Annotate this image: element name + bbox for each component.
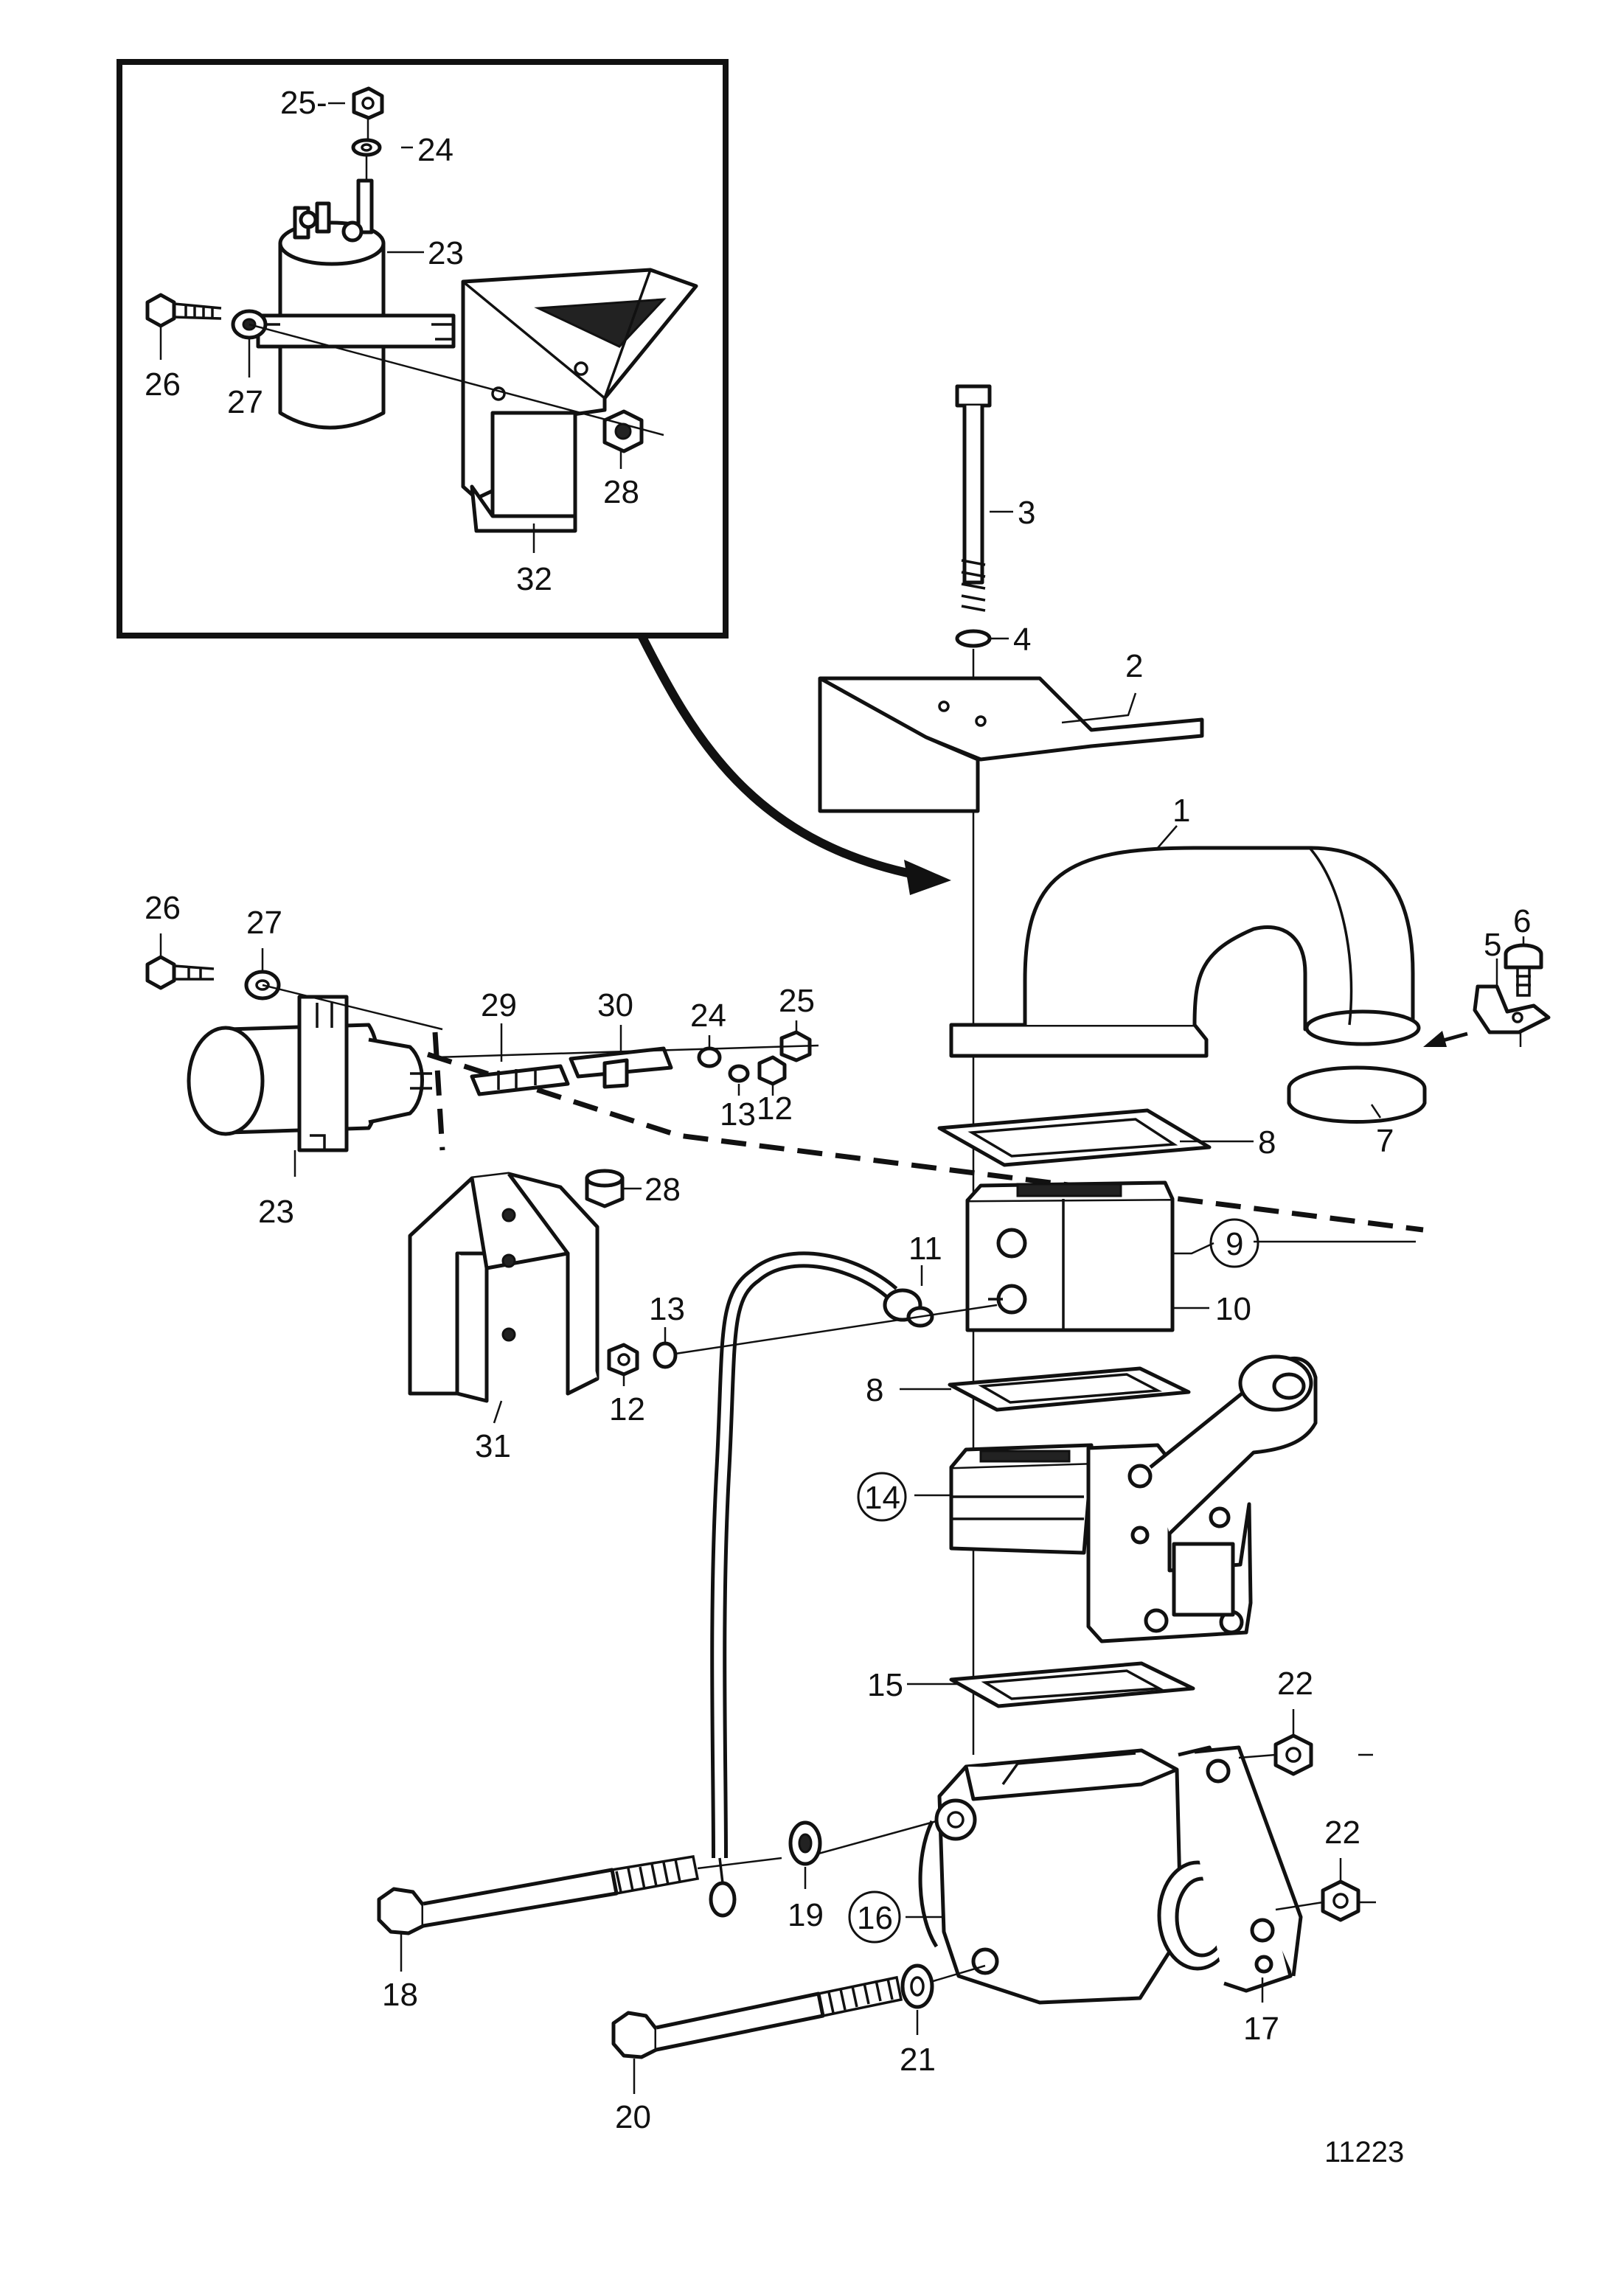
label-21: 21 — [900, 2042, 936, 2078]
label-7: 7 — [1376, 1123, 1394, 1159]
figure-number: 11223 — [1324, 2136, 1404, 2168]
label-26: 26 — [145, 890, 181, 926]
label-4: 4 — [1013, 622, 1031, 658]
block-10-icon — [965, 1180, 1175, 1332]
label-32-inset: 32 — [516, 561, 552, 597]
washer-24-icon — [697, 1046, 722, 1068]
ground-cable-11-icon — [709, 1251, 934, 1918]
label-24-inset: 24 — [417, 132, 453, 168]
inset-washer-24-icon — [351, 138, 382, 157]
bolt-3-icon — [955, 384, 992, 612]
label-23: 23 — [258, 1194, 294, 1230]
label-19: 19 — [788, 1897, 824, 1933]
label-13-top: 13 — [720, 1096, 756, 1133]
gasket-8-middle-icon — [948, 1366, 1191, 1412]
label-6: 6 — [1513, 903, 1531, 939]
exhaust-elbow-1-icon — [949, 846, 1421, 1058]
arrow-to-elbow — [1423, 1031, 1468, 1047]
washer-13-lower-icon — [653, 1341, 678, 1369]
clip-29-icon — [470, 1064, 570, 1096]
label-15: 15 — [867, 1667, 903, 1703]
label-16: 16 — [857, 1900, 893, 1936]
bracket-31-icon — [408, 1172, 599, 1403]
part-labels: 25- 24 23 26 27 28 32 3 4 2 1 6 5 7 8 9 … — [145, 85, 1531, 2168]
nut-28-icon — [585, 1169, 625, 1208]
bolt-18-icon — [377, 1855, 700, 1935]
label-1: 1 — [1172, 793, 1190, 829]
inset-bracket-32-icon — [461, 268, 698, 533]
housing-16-icon — [918, 1745, 1303, 2005]
gasket-15-icon — [949, 1661, 1195, 1708]
label-14: 14 — [864, 1480, 900, 1516]
leader-lines — [159, 510, 1525, 2094]
label-5: 5 — [1484, 927, 1501, 963]
nut-12-lower-icon — [607, 1343, 639, 1377]
washer-19-icon — [788, 1820, 822, 1866]
label-27-inset: 27 — [227, 384, 263, 420]
gasket-7-icon — [1287, 1065, 1427, 1124]
inset-detail — [117, 59, 729, 639]
label-25: 25 — [779, 983, 815, 1019]
label-12-top: 12 — [757, 1090, 793, 1127]
label-17: 17 — [1243, 2011, 1279, 2047]
gasket-8-top-icon — [937, 1108, 1212, 1167]
label-8-middle: 8 — [866, 1372, 883, 1408]
washer-13-top-icon — [728, 1064, 750, 1083]
label-10: 10 — [1215, 1291, 1251, 1327]
label-2: 2 — [1125, 648, 1143, 684]
label-22-upper: 22 — [1277, 1666, 1313, 1702]
label-11: 11 — [908, 1231, 942, 1267]
washer-21-icon — [900, 1963, 934, 2009]
label-29: 29 — [481, 987, 517, 1023]
inset-frame — [117, 59, 729, 639]
label-25-inset: 25- — [280, 85, 327, 121]
inset-nut-25-icon — [352, 86, 384, 120]
screw-6-icon — [1504, 943, 1543, 997]
label-9: 9 — [1226, 1226, 1243, 1262]
inset-solenoid-23-icon — [256, 178, 456, 430]
label-23-inset: 23 — [428, 235, 464, 271]
label-22-lower: 22 — [1324, 1815, 1360, 1851]
label-20: 20 — [615, 2099, 651, 2135]
adapter-14-icon — [949, 1354, 1318, 1643]
label-8-top: 8 — [1258, 1124, 1276, 1161]
inset-screw-26-icon — [145, 293, 222, 328]
label-24: 24 — [690, 998, 726, 1034]
bracket-2-icon — [818, 676, 1204, 813]
label-13-lower: 13 — [649, 1291, 685, 1327]
washer-4-icon — [955, 629, 992, 648]
nut-12-top-icon — [757, 1055, 787, 1086]
label-30: 30 — [597, 987, 633, 1023]
label-18: 18 — [382, 1977, 418, 2013]
circle-14 — [857, 1472, 907, 1522]
label-27: 27 — [246, 905, 282, 941]
label-12-lower: 12 — [609, 1391, 645, 1427]
nut-22-lower-icon — [1321, 1879, 1360, 1922]
label-28: 28 — [644, 1172, 681, 1208]
dashed-bracket-line — [432, 1032, 445, 1151]
circle-9 — [1209, 1218, 1259, 1268]
solenoid-23-icon — [187, 995, 432, 1152]
label-26-inset: 26 — [145, 366, 181, 403]
label-28-inset: 28 — [603, 474, 639, 510]
label-31: 31 — [475, 1428, 511, 1464]
circle-16 — [848, 1890, 901, 1944]
screw-26-icon — [145, 955, 215, 990]
nut-22-upper-icon — [1273, 1733, 1313, 1776]
label-3: 3 — [1018, 495, 1035, 531]
clip-30-icon — [569, 1046, 673, 1089]
inset-pointer-arrow — [637, 633, 951, 895]
clamp-5-icon — [1473, 984, 1551, 1034]
bolt-20-icon — [611, 1975, 903, 2059]
inset-nut-28-icon — [602, 409, 644, 453]
